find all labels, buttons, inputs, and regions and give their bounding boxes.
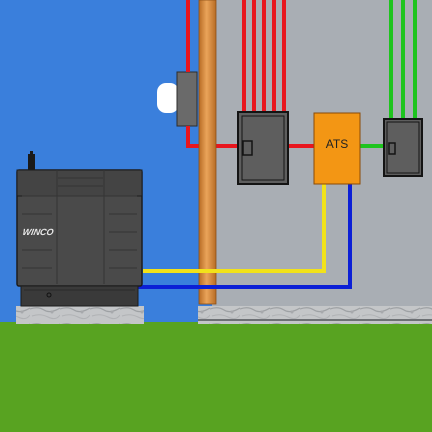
generator-base [20, 285, 139, 307]
exhaust-pipe [28, 154, 35, 171]
control-wire [143, 183, 326, 273]
transfer-switch: ATS [313, 112, 361, 185]
generator-power-wire [136, 183, 352, 289]
base-bolt [46, 292, 52, 298]
sub-panel [383, 118, 423, 177]
generator: WINCO [16, 151, 143, 307]
generator-brand: WINCO [22, 227, 55, 237]
utility-wires [186, 0, 314, 148]
utility-post [198, 0, 217, 305]
meter-glass [157, 83, 179, 113]
panel-handle [242, 140, 253, 156]
utility-meter [176, 71, 198, 127]
house-foundation [198, 306, 432, 324]
grass [0, 322, 432, 432]
main-breaker-panel [237, 111, 289, 185]
sub-panel-handle [388, 142, 396, 155]
ats-label: ATS [326, 137, 348, 151]
generator-pad [16, 306, 144, 324]
load-wires [360, 0, 417, 148]
